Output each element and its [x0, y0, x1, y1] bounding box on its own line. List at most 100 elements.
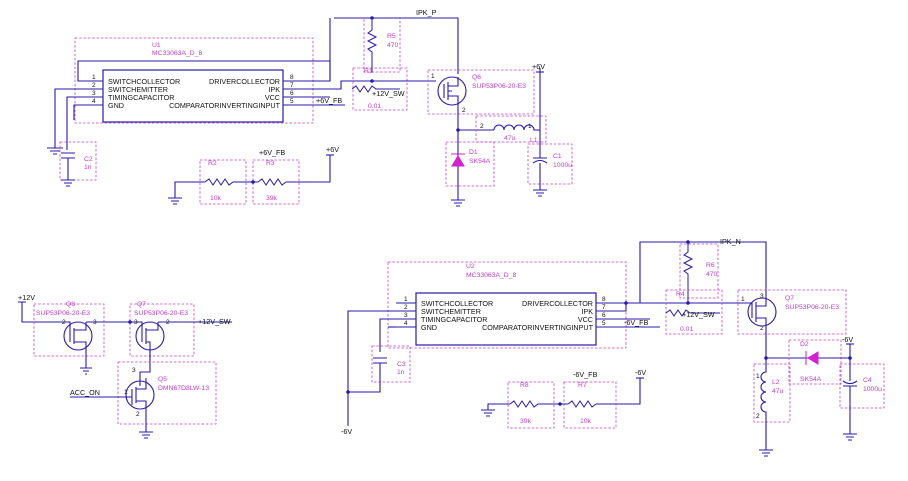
u2-pin4-name: GND — [421, 323, 437, 332]
converter-plus6v: U1 MC33063A_D_8 SWITCHCOLLECTOR SWITCHEM… — [47, 8, 573, 207]
r5-value: 470 — [387, 42, 399, 49]
l1-pin2: 2 — [480, 123, 484, 130]
u1-pin5-num: 5 — [290, 98, 294, 105]
junction-dot — [624, 301, 628, 305]
r1-ref: R1 — [364, 68, 373, 75]
u2-ref: U2 — [466, 263, 475, 270]
c1-value: 1000u — [553, 162, 572, 169]
c4-value: 1000u — [863, 386, 882, 393]
l1-inductor-symbol[interactable] — [493, 124, 540, 131]
q7-ref: Q7 — [785, 295, 794, 302]
r6-resistor-symbol[interactable] — [682, 242, 694, 303]
r8-value: 39k — [520, 418, 532, 425]
d2-diode-symbol[interactable] — [805, 351, 819, 365]
l1-ref: L1 — [530, 137, 538, 144]
l2-pin2: 2 — [756, 413, 760, 420]
c2-ref: C2 — [84, 156, 93, 163]
q7-pmos-symbol — [745, 296, 767, 340]
u2-pin2-name: SWITCHEMITTER — [421, 307, 481, 316]
d2-outline — [788, 339, 842, 385]
u1-body[interactable] — [102, 69, 284, 123]
q5-pin2: 2 — [136, 411, 140, 418]
net-ipk-p-label: IPK_P — [416, 8, 437, 17]
r1-outline — [352, 67, 408, 111]
r7-ref: R7 — [578, 382, 587, 389]
r2-resistor-symbol[interactable] — [204, 178, 240, 186]
q7-body[interactable] — [747, 297, 777, 327]
r7-value: 10k — [580, 418, 592, 425]
q5-pin3: 3 — [132, 367, 136, 374]
c2-capacitor-symbol[interactable] — [61, 152, 75, 180]
q6-pmos-symbol — [443, 77, 459, 105]
c4-ref: C4 — [863, 377, 872, 384]
u1-pin6-name: VCC — [265, 93, 280, 102]
q8-body[interactable] — [63, 321, 93, 351]
c4-capacitor-symbol[interactable] — [842, 358, 858, 434]
wire-q9-gate — [139, 350, 151, 386]
q6-pin2: 2 — [462, 107, 466, 114]
net-minus6v-fb-label-2: -6V_FB — [573, 370, 598, 379]
wire-u1-pin2-gnd — [54, 88, 83, 148]
u1-pins — [83, 80, 303, 106]
net-plus12v-label: +12V — [18, 293, 35, 302]
q5-body[interactable] — [125, 380, 155, 410]
r3-ref: R3 — [266, 160, 275, 167]
q8-pmos-symbol — [60, 321, 96, 360]
u2-body[interactable] — [415, 292, 597, 346]
l1-outline — [475, 115, 547, 143]
wire-q7-drain — [765, 340, 790, 359]
r6-outline — [679, 243, 719, 299]
net-minus6v-label-2: -6V — [842, 335, 853, 344]
ground-icon — [481, 409, 495, 417]
u2-pins — [396, 302, 616, 328]
r1-resistor-symbol[interactable] — [351, 85, 400, 93]
c3-value: 1n — [397, 369, 405, 376]
u2-pin8-num: 8 — [602, 296, 606, 303]
r5-resistor-symbol[interactable] — [366, 20, 378, 72]
c2-outline — [59, 141, 97, 181]
c1-ref: C1 — [553, 153, 562, 160]
net-ipk-n-label: IPK_N — [720, 237, 741, 246]
c2-value: 1n — [84, 164, 92, 171]
c3-outline — [371, 345, 411, 383]
q9-pin3: 3 — [134, 319, 138, 326]
net-plus12v-sw-label-1: +12V_SW — [372, 89, 405, 98]
wire-ipk-p — [334, 17, 459, 74]
d1-diode-symbol[interactable] — [451, 153, 465, 167]
l2-outline — [753, 363, 791, 423]
q6-ref: Q6 — [472, 74, 481, 81]
q5-pin1: 1 — [124, 389, 128, 396]
wire-feedback-divider — [174, 155, 331, 198]
d1-outline — [445, 141, 495, 187]
q9-outline — [129, 303, 195, 357]
net-plus6v-label-2: +6V — [326, 145, 339, 154]
q5-ref: Q5 — [158, 376, 167, 383]
junction-dot — [456, 128, 460, 132]
q6-body[interactable] — [437, 76, 467, 106]
ground-icon — [80, 367, 92, 375]
q5-outline — [117, 361, 217, 425]
l2-inductor-symbol[interactable] — [760, 358, 767, 450]
u1-pin2-name: SWITCHEMITTER — [108, 85, 168, 94]
u1-pin7-name: IPK — [268, 85, 280, 94]
l2-ref: L2 — [772, 379, 780, 386]
d2-ref: D2 — [800, 341, 809, 348]
r8-resistor-symbol[interactable] — [509, 400, 546, 408]
r2-ref: R2 — [208, 160, 217, 167]
q8-outline — [33, 303, 105, 357]
r7-resistor-symbol[interactable] — [560, 400, 604, 408]
u2-pin3-name: TIMINGCAPACITOR — [421, 315, 487, 324]
u2-pin6-name: VCC — [578, 315, 593, 324]
wire-u1-pin3-c2 — [66, 96, 83, 150]
u2-pin5-name: COMPARATORINVERTINGINPUT — [482, 323, 593, 332]
u1-pin1-num: 1 — [92, 74, 96, 81]
u2-pin4-num: 4 — [404, 320, 408, 327]
c1-capacitor-symbol[interactable] — [532, 130, 548, 190]
r4-resistor-symbol[interactable] — [665, 309, 720, 317]
r3-resistor-symbol[interactable] — [257, 178, 292, 186]
q8-ref: Q8 — [66, 301, 75, 308]
c3-capacitor-symbol[interactable] — [348, 357, 387, 393]
u2-pin3-num: 3 — [404, 312, 408, 319]
u1-pin1-name: SWITCHCOLLECTOR — [108, 77, 180, 86]
